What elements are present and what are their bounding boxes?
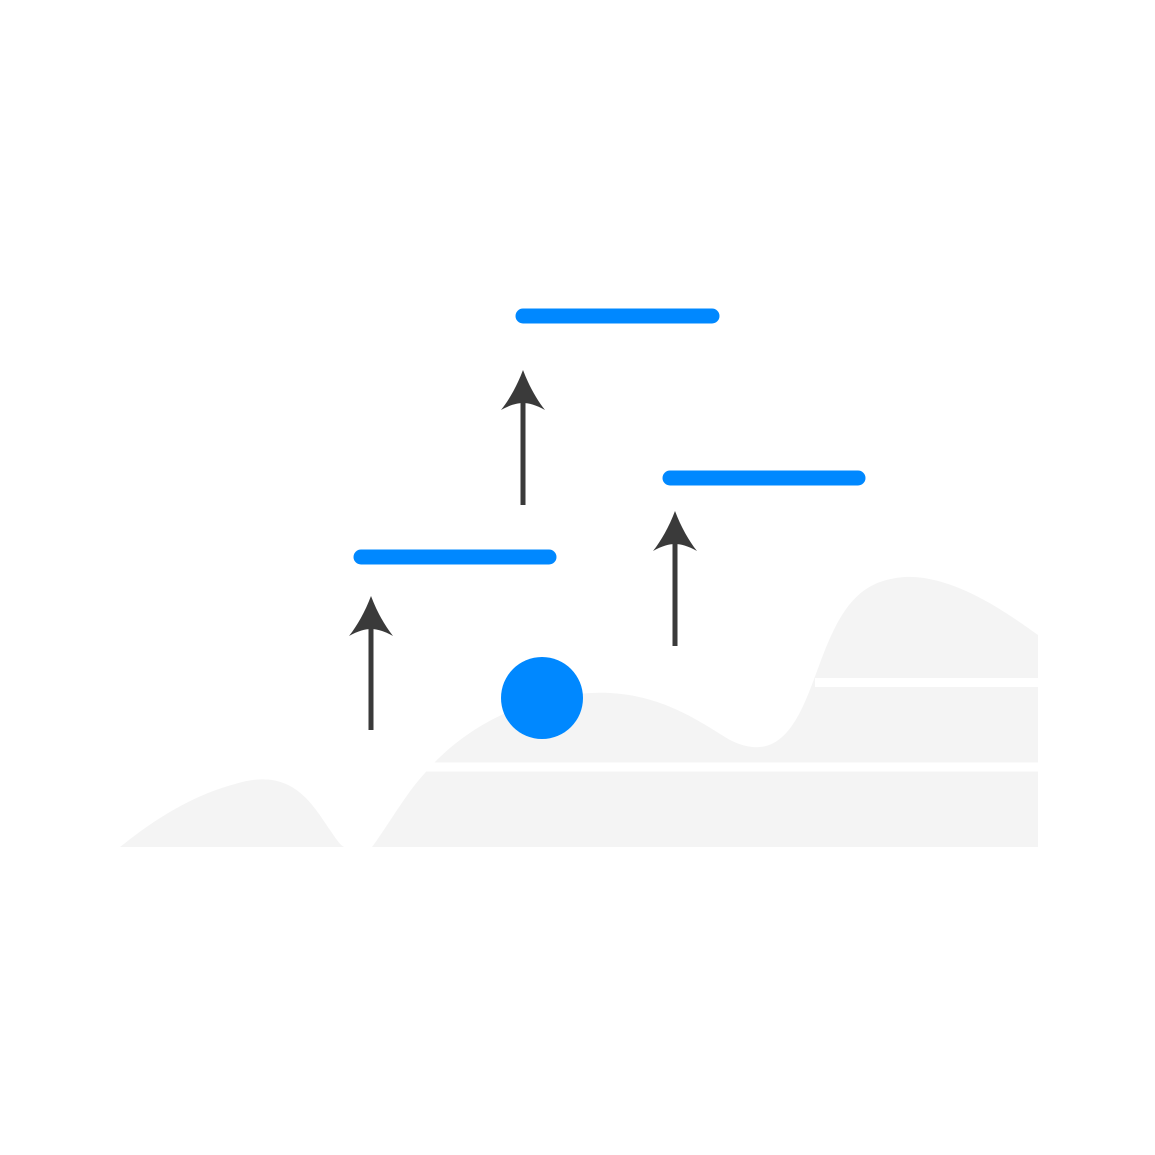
background-hills — [120, 576, 1038, 847]
platforms — [353, 308, 866, 565]
hill-left — [120, 779, 345, 847]
hill-main — [372, 576, 1038, 847]
arrow-up-icon — [501, 370, 545, 505]
arrow-up-icon — [349, 596, 393, 730]
arrows — [349, 370, 697, 730]
arrow-up-icon — [653, 511, 697, 646]
ball-icon — [501, 657, 583, 739]
hill-lines — [420, 678, 1038, 772]
